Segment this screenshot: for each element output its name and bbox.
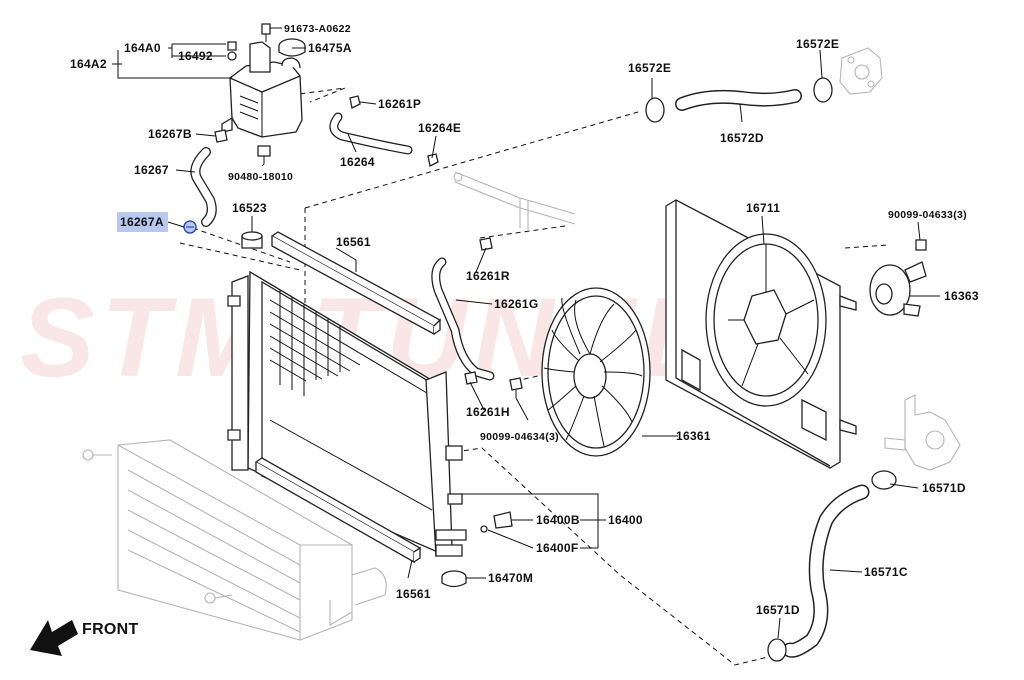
motor-16363 — [869, 239, 927, 317]
label-16470M: 16470M — [488, 571, 533, 585]
pipe-ghost — [453, 171, 576, 230]
label-16267: 16267 — [134, 163, 169, 177]
reservoir-gasket — [227, 51, 237, 61]
label-16400: 16400 — [608, 513, 643, 527]
label-16361: 16361 — [676, 429, 711, 443]
cushion-16470M — [441, 570, 467, 588]
label-16711: 16711 — [746, 201, 780, 215]
label-90480-18010: 90480-18010 — [228, 171, 293, 183]
fan-16361 — [541, 287, 651, 457]
label-16261P: 16261P — [378, 97, 421, 111]
reservoir-cap-small — [227, 41, 237, 51]
label-90099-04633: 90099-04633(3) — [888, 209, 967, 221]
seal-16561-top — [270, 231, 442, 336]
label-16261R: 16261R — [466, 269, 510, 283]
label-16400B: 16400B — [536, 513, 580, 527]
reservoir-bolt — [261, 23, 271, 35]
callout-labels: 164A0 164A2 16492 91673-A0622 16475A 162… — [70, 23, 979, 617]
shroud-16711 — [665, 199, 857, 469]
label-16571C: 16571C — [864, 565, 908, 579]
front-arrow: FRONT — [30, 620, 139, 656]
label-16264: 16264 — [340, 155, 375, 169]
label-16561-bottom: 16561 — [396, 587, 431, 601]
label-16261G: 16261G — [494, 297, 539, 311]
leader-lines — [112, 27, 940, 639]
hose-16267 — [190, 129, 271, 227]
plug-16523 — [241, 231, 263, 249]
label-16492: 16492 — [178, 49, 213, 63]
label-16572E-left: 16572E — [628, 61, 671, 75]
label-16572D: 16572D — [720, 131, 764, 145]
clamp-16267A — [183, 220, 197, 234]
label-16400F: 16400F — [536, 541, 579, 555]
label-91673-A0622: 91673-A0622 — [284, 23, 351, 35]
guide-lines — [179, 87, 889, 666]
thermostat-ghost — [884, 394, 961, 471]
hose-16571C — [767, 470, 897, 662]
label-16264E: 16264E — [418, 121, 461, 135]
radiator-fins — [269, 290, 433, 511]
label-16571D-top: 16571D — [922, 481, 966, 495]
label-16523: 16523 — [232, 201, 267, 215]
screw-04634 — [509, 377, 523, 398]
label-164A2: 164A2 — [70, 57, 107, 71]
label-16561-top: 16561 — [336, 235, 371, 249]
seal-16561-bottom — [254, 457, 422, 564]
label-16572E-right: 16572E — [796, 37, 839, 51]
front-label: FRONT — [82, 621, 139, 638]
label-16571D-bottom: 16571D — [756, 603, 800, 617]
label-16267B: 16267B — [148, 127, 192, 141]
label-16363: 16363 — [944, 289, 979, 303]
label-16261H: 16261H — [466, 405, 510, 419]
reservoir-tank — [221, 23, 306, 138]
hose-16264 — [329, 95, 439, 167]
intercooler-ghost — [82, 439, 387, 641]
drain-plug — [480, 511, 513, 533]
label-16267A: 16267A — [120, 215, 164, 229]
label-90099-04634: 90099-04634(3) — [480, 431, 559, 443]
hose-16261G — [431, 237, 495, 385]
label-164A0: 164A0 — [124, 41, 161, 55]
label-16475A: 16475A — [308, 41, 352, 55]
hose-16572D — [645, 77, 833, 123]
highlight-box-16267A — [117, 212, 168, 232]
pump-ghost — [839, 47, 883, 95]
